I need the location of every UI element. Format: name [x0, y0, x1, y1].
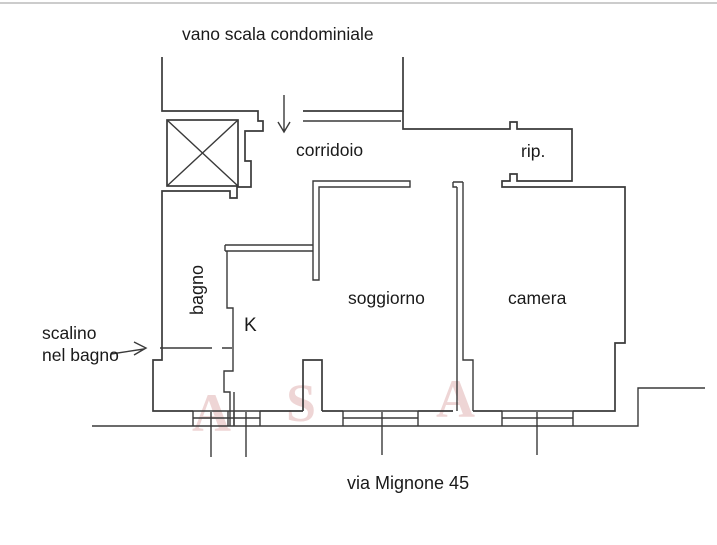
ground-line	[92, 387, 705, 427]
window-living-room	[342, 410, 419, 426]
address-label: via Mignone 45	[347, 473, 470, 493]
room-label-corridor: corridoio	[296, 140, 364, 160]
window-bathroom-kitchen	[192, 410, 261, 426]
entry-arrow-icon	[277, 95, 291, 134]
wall-corridor-living-partition	[312, 180, 411, 281]
window-ticks	[210, 412, 538, 457]
wall-storage-and-bedroom	[402, 111, 626, 412]
wall-bathroom-east	[223, 251, 235, 426]
step-note-line2: nel bagno	[42, 345, 119, 365]
room-label-kitchen: K	[244, 315, 257, 336]
room-label-bathroom: bagno	[187, 264, 207, 316]
stairwell-label: vano scala condominiale	[182, 24, 374, 44]
room-label-bedroom: camera	[508, 288, 567, 308]
step-arrow-icon	[110, 341, 148, 356]
watermark-letter: S	[286, 373, 317, 433]
room-label-storage: rip.	[521, 141, 546, 161]
elevator-shaft	[166, 119, 239, 187]
wall-living-bedroom-divider	[452, 181, 474, 411]
wall-left-outline	[152, 57, 264, 412]
wall-bathroom-north	[224, 244, 313, 252]
wall-stairwell-right	[303, 57, 404, 112]
step-note-line1: scalino	[42, 323, 97, 343]
top-border-line	[0, 2, 717, 4]
wall-stub-kitchen	[302, 359, 323, 411]
room-label-living: soggiorno	[348, 288, 425, 308]
step-note: scalino nel bagno	[42, 322, 119, 366]
watermark-letter: A	[436, 369, 475, 429]
